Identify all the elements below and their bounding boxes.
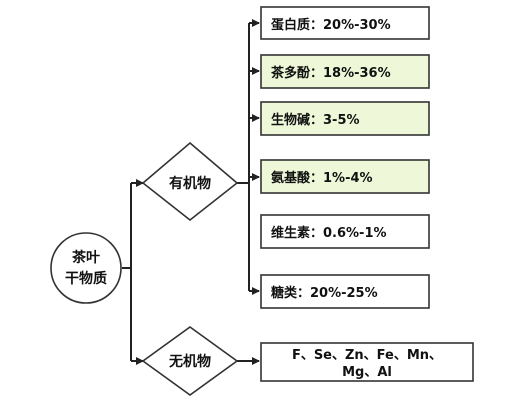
- organic-item-5: 维生素：0.6%-1%: [260, 214, 430, 249]
- inorganic-node: 无机物: [141, 326, 239, 396]
- organic-node: 有机物: [141, 141, 239, 222]
- item-box: [260, 6, 430, 40]
- item-box: [260, 159, 430, 194]
- item-box: [260, 101, 430, 136]
- minerals-box: [260, 342, 474, 382]
- item-label: 维生素：0.6%-1%: [271, 225, 387, 241]
- item-box: [260, 274, 430, 309]
- minerals-line2: Mg、Al: [342, 365, 392, 380]
- connectors: [122, 19, 260, 365]
- inorganic-diamond: [141, 326, 239, 396]
- item-label: 蛋白质：20%-30%: [271, 17, 391, 33]
- root-label-line2: 干物质: [65, 270, 107, 287]
- organic-label: 有机物: [169, 175, 211, 192]
- item-label: 氨基酸：1%-4%: [270, 170, 373, 186]
- item-box: [260, 214, 430, 249]
- organic-item-2: 茶多酚：18%-36%: [260, 54, 430, 89]
- item-label: 茶多酚：18%-36%: [271, 65, 391, 81]
- item-label: 糖类：20%-25%: [271, 285, 378, 301]
- minerals-line1: F、Se、Zn、Fe、Mn、: [292, 348, 442, 363]
- root-node: 茶叶 干物质: [50, 232, 122, 304]
- organic-item-1: 蛋白质：20%-30%: [260, 6, 430, 40]
- root-label-line1: 茶叶: [71, 249, 100, 266]
- item-label: 生物碱：3-5%: [271, 112, 360, 128]
- organic-item-4: 氨基酸：1%-4%: [260, 159, 430, 194]
- organic-diamond: [141, 141, 239, 222]
- root-circle: [50, 232, 122, 304]
- organic-item-3: 生物碱：3-5%: [260, 101, 430, 136]
- organic-item-6: 糖类：20%-25%: [260, 274, 430, 309]
- inorganic-item: F、Se、Zn、Fe、Mn、 Mg、Al: [260, 342, 474, 382]
- inorganic-label: 无机物: [168, 353, 211, 370]
- item-box: [260, 54, 430, 89]
